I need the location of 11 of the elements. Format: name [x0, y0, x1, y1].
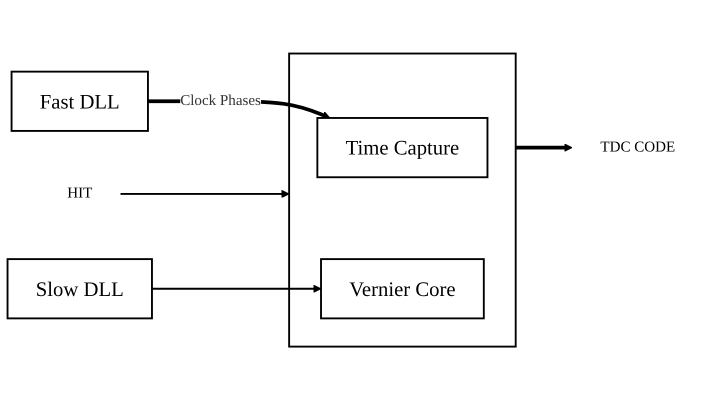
- node-text: TDC CODE: [600, 140, 676, 156]
- edge-label: Clock Phases: [180, 93, 261, 110]
- node-box: Time Capture: [316, 117, 488, 179]
- cluster: [288, 53, 517, 348]
- node-box: Slow DLL: [6, 258, 153, 320]
- node-box: Fast DLL: [10, 71, 149, 132]
- node-box: Vernier Core: [320, 258, 485, 320]
- arrow: [120, 190, 290, 199]
- arrow: [516, 144, 573, 152]
- arrow: [152, 285, 322, 294]
- node-text: HIT: [67, 186, 92, 202]
